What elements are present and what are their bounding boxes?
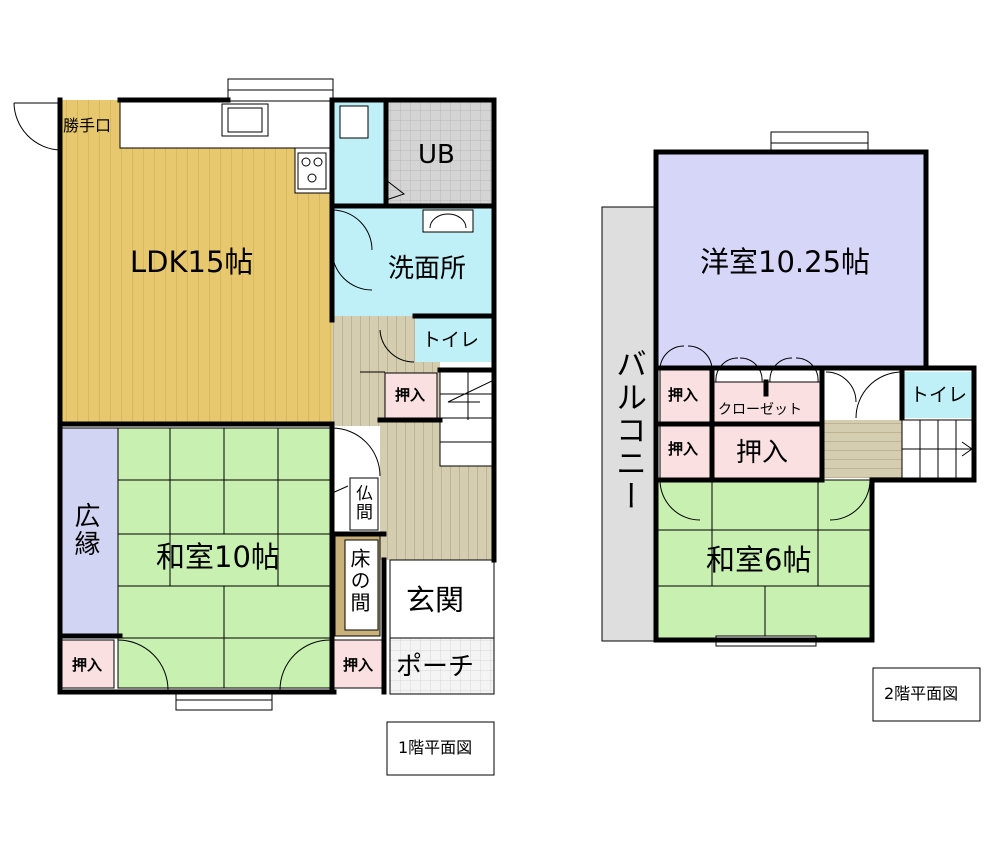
floor-2	[601, 131, 981, 722]
label-porch: ポーチ	[396, 652, 475, 682]
label-youshitsu: 洋室10.25帖	[700, 245, 871, 279]
label-balcony: バルコニー	[610, 348, 646, 513]
floor2-caption: 2階平面図	[884, 684, 959, 703]
label-katteguchi: 勝手口	[63, 116, 112, 135]
oshiire-b-box	[659, 425, 713, 479]
label-tokonoma: 床の間	[347, 548, 371, 614]
washitsu-10-tatami	[117, 427, 331, 689]
label-washitsu-10: 和室10帖	[156, 540, 280, 574]
label-oshiire-right: 押入	[343, 656, 374, 674]
floor1-caption: 1階平面図	[398, 738, 473, 757]
label-senmensho: 洗面所	[388, 254, 467, 284]
label-hiroen: 広縁	[70, 502, 100, 558]
floor2-caption-box	[872, 667, 981, 722]
ub-floor	[386, 100, 494, 206]
butsuma-box	[349, 477, 379, 531]
label-oshiire-b: 押入	[668, 440, 699, 458]
label-ub: UB	[418, 140, 455, 170]
hiroen-floor	[59, 427, 119, 637]
label-toilet-2f: トイレ	[910, 384, 968, 406]
genkan-floor	[389, 559, 495, 639]
floor-1	[13, 78, 497, 776]
label-oshiire-left: 押入	[72, 656, 103, 674]
ldk-floor	[60, 100, 332, 422]
label-oshiire-hall: 押入	[395, 386, 426, 404]
porch-floor	[389, 637, 495, 695]
label-washitsu-6: 和室6帖	[706, 543, 812, 577]
label-butsuma: 仏間	[352, 484, 372, 522]
sink-icon	[221, 103, 269, 137]
stove-icon	[297, 152, 327, 190]
floor1-caption-box	[386, 721, 495, 776]
label-closet: クローゼット	[718, 402, 802, 418]
label-genkan: 玄関	[406, 583, 465, 617]
label-toilet-1f: トイレ	[422, 329, 480, 351]
label-oshiire-a: 押入	[668, 386, 699, 404]
label-oshiire-c: 押入	[736, 438, 789, 468]
washitsu-6-tatami	[657, 479, 873, 639]
stairs-2f	[901, 419, 975, 479]
balcony-floor	[601, 206, 655, 642]
toilet-2f-floor	[902, 372, 972, 418]
youshitsu-floor	[658, 152, 926, 368]
stairs-1f	[439, 369, 495, 467]
label-ldk: LDK15帖	[130, 245, 254, 279]
